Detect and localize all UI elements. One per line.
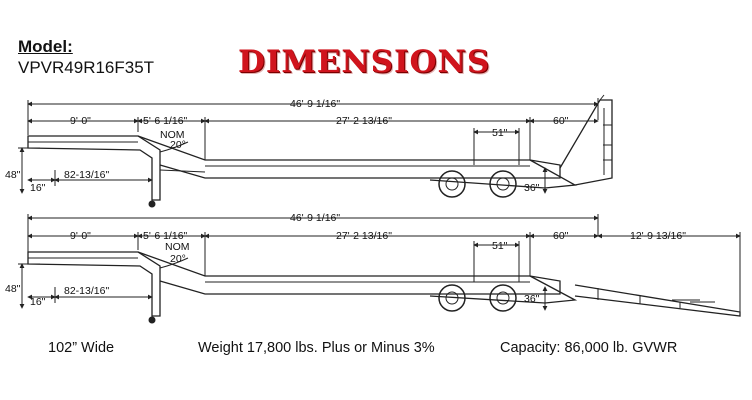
- top-rear-section-label: 60": [553, 115, 569, 127]
- bottom-kingpin-to-neck-label: 82-13/16": [64, 285, 109, 297]
- bottom-gooseneck-length-label: 9'-0": [70, 230, 91, 242]
- bottom-front-height-label: 48": [5, 283, 21, 295]
- top-gooseneck-length-label: 9'-0": [70, 115, 91, 127]
- bottom-overall-length-label: 46'-9 1/16": [290, 212, 340, 224]
- top-kingpin-to-neck-label: 82-13/16": [64, 169, 109, 181]
- bottom-deck-height-label: 36": [524, 293, 540, 305]
- bottom-trailer-view: [18, 214, 741, 324]
- bottom-kingpin-setback-label: 16": [30, 296, 46, 308]
- top-neck-drop-label: 5'-6 1/16": [143, 115, 188, 127]
- top-view-labels: 46'-9 1/16" 9'-0" 5'-6 1/16" NOM 20° 27'…: [5, 98, 569, 194]
- trailer-weight: Weight 17,800 lbs. Plus or Minus 3%: [198, 340, 435, 356]
- page-title: DIMENSIONS: [238, 44, 491, 80]
- bottom-ramp-length-label: 12'-9 13/16": [630, 230, 686, 242]
- top-angle-label: 20°: [170, 139, 186, 151]
- bottom-nom-label: NOM: [165, 241, 190, 253]
- top-axle-spread-label: 51": [492, 127, 508, 139]
- trailer-capacity: Capacity: 86,000 lb. GVWR: [500, 340, 678, 356]
- top-kingpin-setback-label: 16": [30, 182, 46, 194]
- bottom-axle-spread-label: 51": [492, 240, 508, 252]
- bottom-angle-label: 20°: [170, 253, 186, 265]
- bottom-rear-section-label: 60": [553, 230, 569, 242]
- top-deck-length-label: 27'-2 13/16": [336, 115, 392, 127]
- bottom-view-labels: 46'-9 1/16" 9'-0" 5'-6 1/16" NOM 20° 27'…: [5, 212, 686, 308]
- top-front-height-label: 48": [5, 169, 21, 181]
- bottom-deck-length-label: 27'-2 13/16": [336, 230, 392, 242]
- model-label: Model:: [18, 37, 73, 56]
- top-nom-label: NOM: [160, 129, 185, 141]
- top-overall-length-label: 46'-9 1/16": [290, 98, 340, 110]
- top-trailer-view: [18, 94, 613, 208]
- top-deck-height-label: 36": [524, 182, 540, 194]
- trailer-width: 102” Wide: [48, 340, 115, 356]
- bottom-neck-drop-label: 5'-6 1/16": [143, 230, 188, 242]
- model-number: VPVR49R16F35T: [18, 58, 155, 77]
